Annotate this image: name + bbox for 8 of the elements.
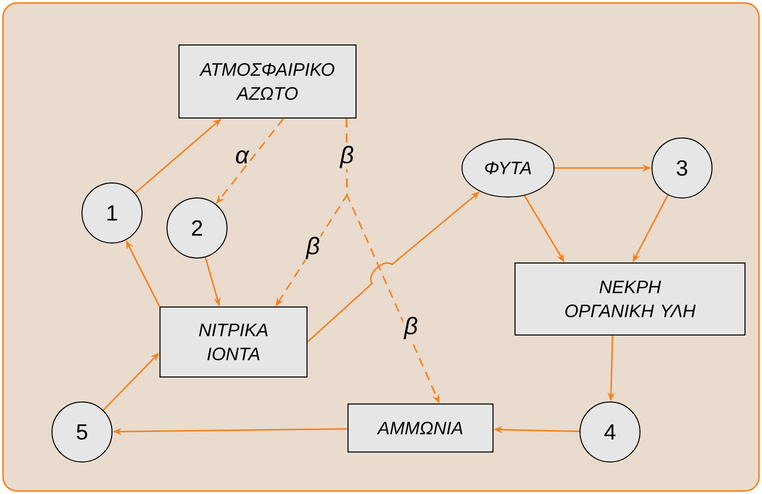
process-box: ΑΤΜΟΣΦΑΙΡΙΚΟ ΑΖΩΤΟ [178,44,356,118]
process-box: ΝΙΤΡΙΚΑ ΙΟΝΤΑ [160,306,308,378]
line-label: β [339,144,355,170]
process-box: ΝΕΚΡΗ ΟΡΓΑΝΙΚΗ ΥΛΗ [514,262,746,336]
process-box: ΑΜΜΩΝΙΑ [348,404,494,452]
edge-label: α [234,149,250,165]
edge-label: β [305,236,321,260]
edge-label: β [403,316,419,340]
